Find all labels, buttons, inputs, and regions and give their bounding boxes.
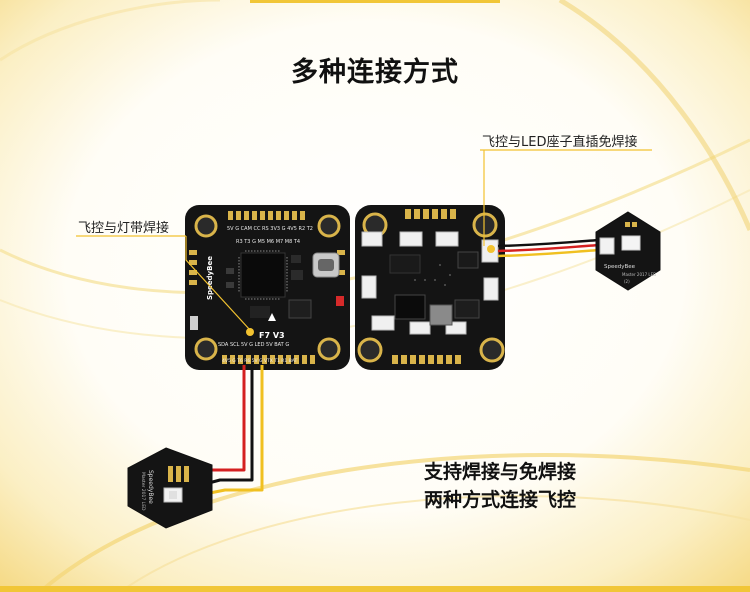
led2-brand-label: SpeedyBee [604,264,636,270]
flight-controller-board: 5V G CAM CC RS 3V3 G 4V5 R2 T2 R3 T3 G M… [185,205,350,370]
esc-board [355,205,505,370]
solder-point-marker [246,328,254,336]
plugin-point-marker [487,245,495,253]
fc-top-pin-labels: 5V G CAM CC RS 3V3 G 4V5 R2 T2 [227,226,313,232]
led2-model-label: Master 2017 LED [622,272,656,277]
led-model-label: Master 2017 LED [140,472,146,511]
page-title: 多种连接方式 [291,57,459,88]
tagline-line1: 支持焊接与免焊接 [423,461,576,483]
led-module-soldered: SpeedyBee Master 2017 LED [127,447,213,529]
led-module-plugin: SpeedyBee Master 2017 LED (2) [595,211,661,291]
plugin-wires [497,238,601,258]
tagline-line2: 两种方式连接飞控 [423,489,576,511]
fc-bottom-pin-labels: SDA SCL 5V G LED 5V BAT G [218,342,289,348]
callout-solder: 飞控与灯带焊接 [78,221,170,236]
fc-model-label: F7 V3 [259,331,285,340]
led2-code-label: (2) [624,279,630,284]
fc-brand-label: SpeedyBee [206,256,214,300]
arrow-icon [268,313,276,321]
callout-plugin: 飞控与LED座子直插免焊接 [482,135,638,150]
fc-row2-labels: R3 T3 G M5 M6 M7 M8 T4 [236,239,300,245]
fc-bottom-row2-labels: 4V5 G T6 R6 5V G VTX T1 R1 BAT [222,358,298,364]
led-brand-label: SpeedyBee [147,470,154,504]
tagline: 支持焊接与免焊接 两种方式连接飞控 [395,458,605,514]
callout-leaders [76,149,652,336]
